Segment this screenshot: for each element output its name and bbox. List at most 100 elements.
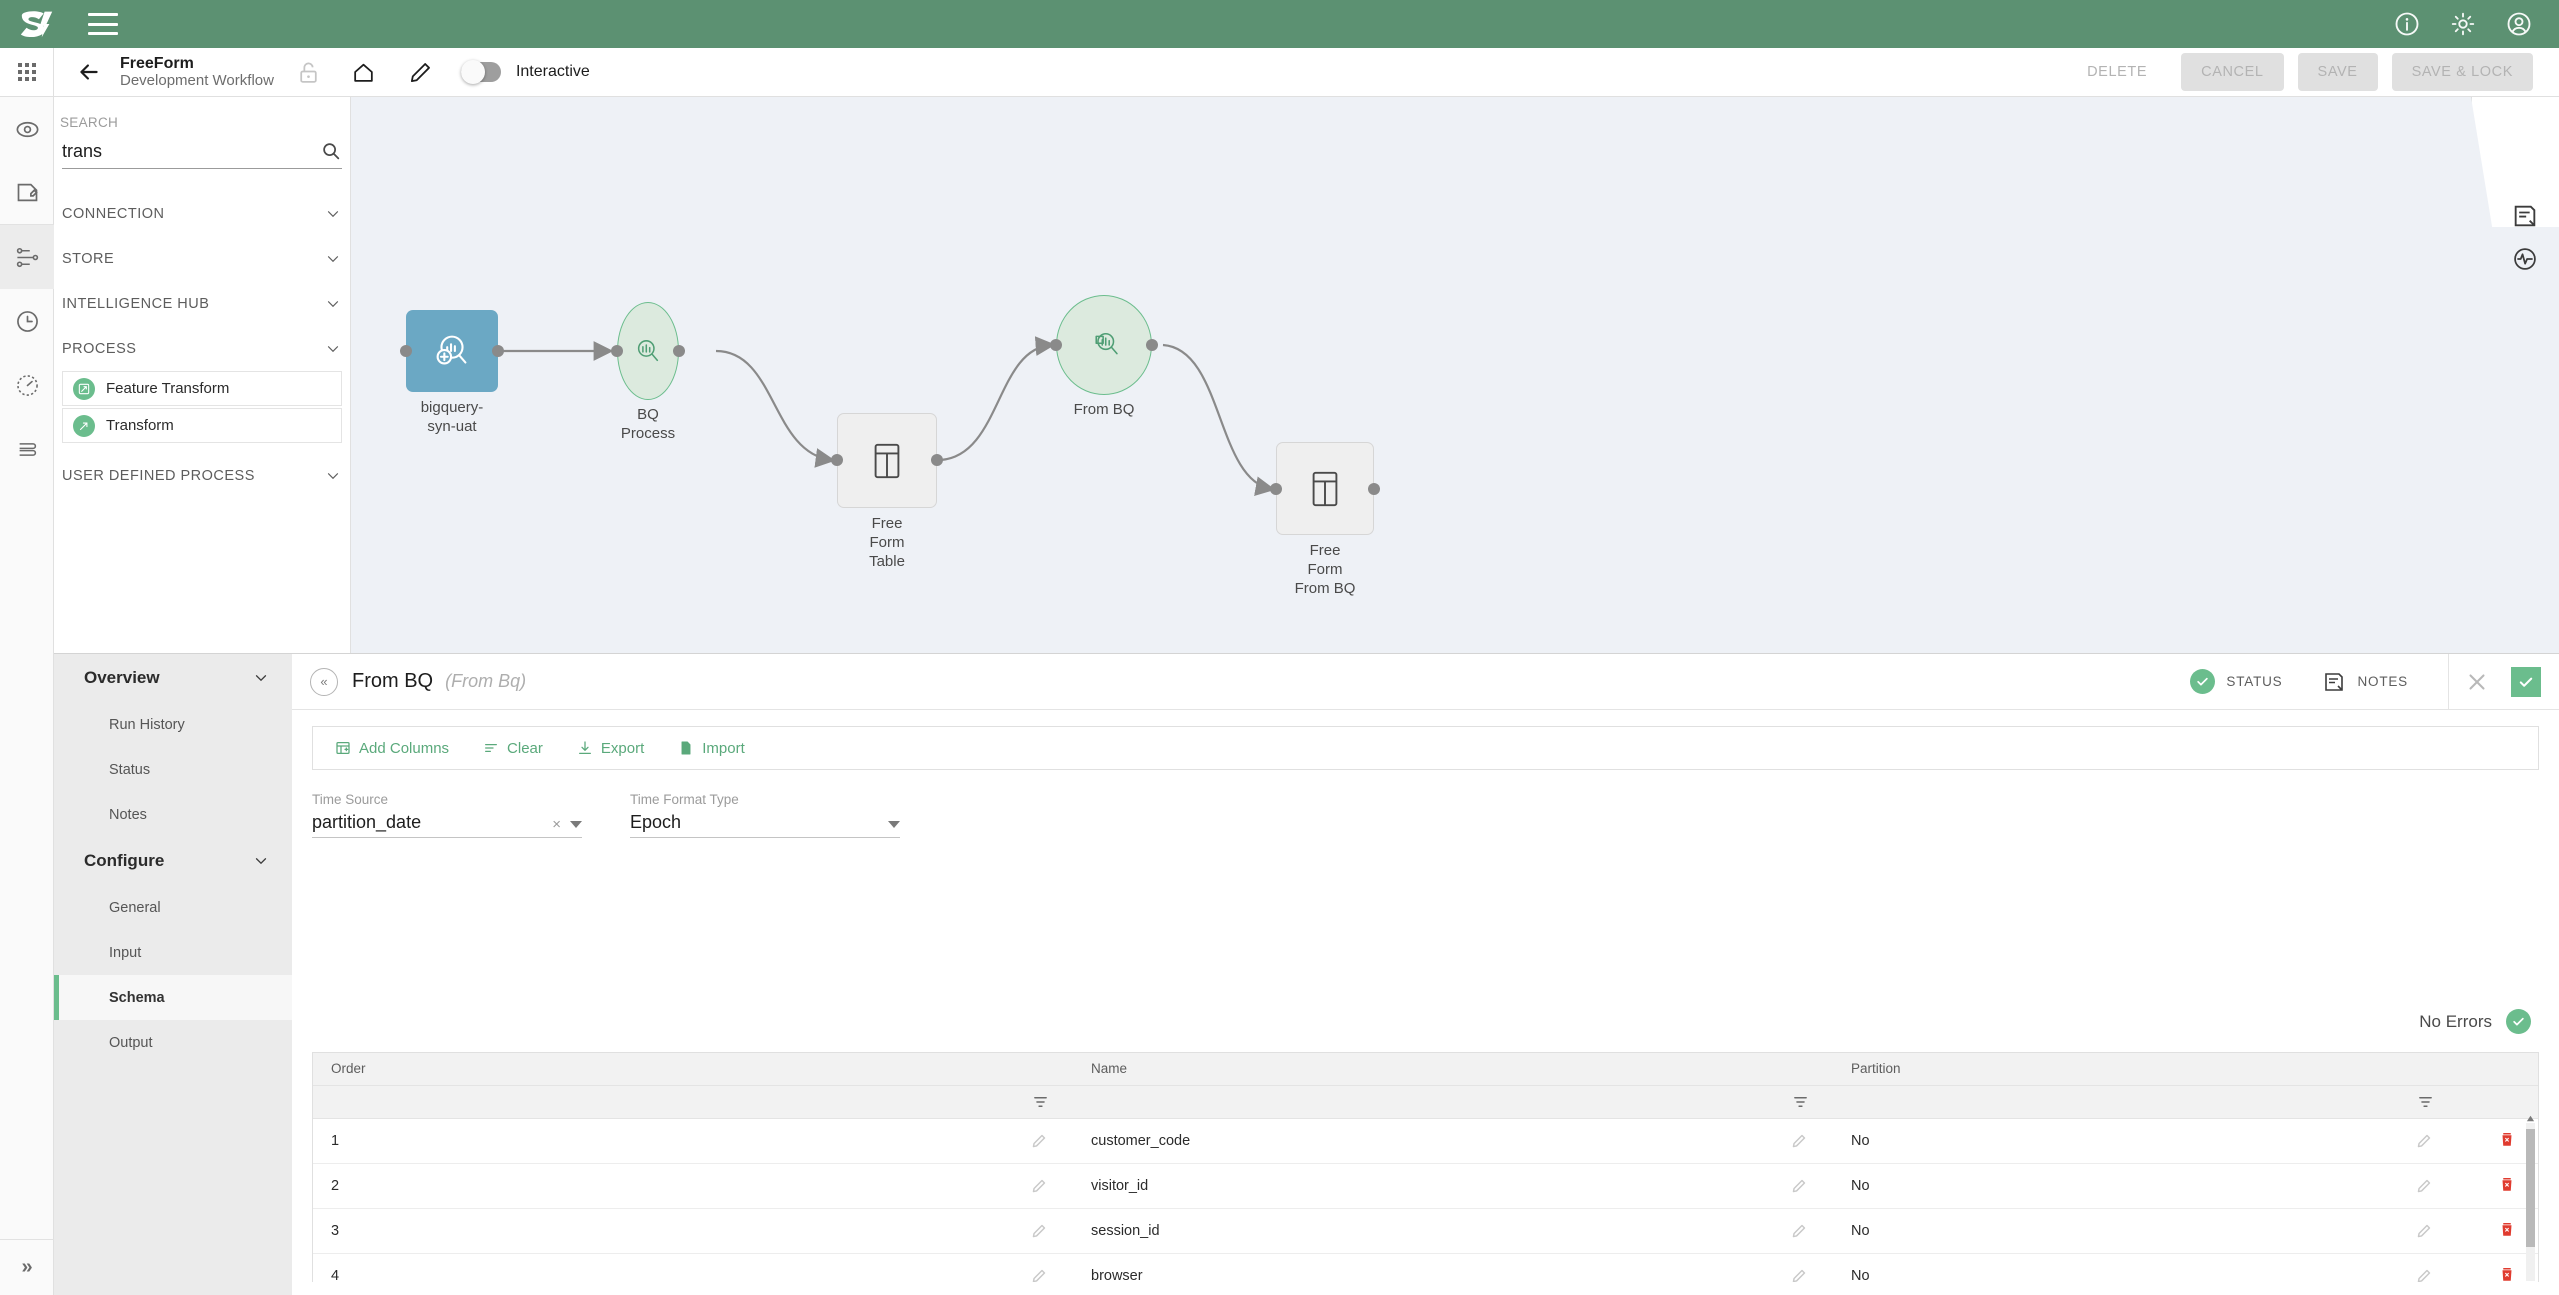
- scroll-up-arrow[interactable]: [2526, 1114, 2535, 1123]
- category-store[interactable]: STORE: [62, 236, 342, 281]
- pencil-icon[interactable]: [2416, 1178, 2432, 1194]
- delete-icon[interactable]: [2498, 1129, 2516, 1149]
- category-process[interactable]: PROCESS: [62, 326, 342, 371]
- sidebar-group-overview[interactable]: Overview: [54, 654, 292, 702]
- import-button[interactable]: Import: [678, 740, 745, 757]
- filter-cell-partition[interactable]: [1833, 1085, 2458, 1119]
- clear-button[interactable]: Clear: [483, 740, 543, 757]
- accept-check-button[interactable]: [2511, 666, 2541, 697]
- column-header-order[interactable]: Order: [313, 1053, 1073, 1086]
- delete-icon[interactable]: [2498, 1219, 2516, 1239]
- home-icon[interactable]: [351, 60, 376, 85]
- table-scrollbar[interactable]: [2526, 1115, 2535, 1282]
- port-out[interactable]: [673, 345, 685, 357]
- node-from-bq[interactable]: From BQ: [1050, 295, 1158, 418]
- delete-icon[interactable]: [2498, 1174, 2516, 1194]
- node-bq-process[interactable]: BQ Process: [611, 302, 685, 442]
- save-button[interactable]: SAVE: [2297, 53, 2378, 91]
- delete-icon[interactable]: [2498, 1264, 2516, 1283]
- notes-icon[interactable]: [2511, 202, 2539, 230]
- hamburger-icon[interactable]: [88, 13, 118, 35]
- time-source-field[interactable]: Time Source partition_date ×: [312, 792, 582, 838]
- pencil-icon[interactable]: [2416, 1223, 2432, 1239]
- gear-icon[interactable]: [2449, 10, 2477, 38]
- category-user-defined-process[interactable]: USER DEFINED PROCESS: [62, 453, 342, 498]
- pencil-icon[interactable]: [1031, 1223, 1047, 1239]
- process-item-transform[interactable]: Transform: [62, 408, 342, 443]
- sidebar-item-output[interactable]: Output: [109, 1034, 153, 1051]
- port-out[interactable]: [1368, 483, 1380, 495]
- rail-item-clock[interactable]: [0, 289, 54, 353]
- sidebar-group-configure[interactable]: Configure: [54, 837, 292, 885]
- save-and-lock-button[interactable]: SAVE & LOCK: [2391, 53, 2533, 91]
- status-button[interactable]: STATUS: [2190, 669, 2282, 694]
- pencil-icon[interactable]: [1791, 1268, 1807, 1283]
- scroll-down-arrow[interactable]: [2526, 1281, 2535, 1282]
- schema-table[interactable]: Order Name Partition: [312, 1052, 2539, 1282]
- rail-item-workflow[interactable]: [0, 225, 54, 289]
- scroll-thumb[interactable]: [2526, 1129, 2535, 1247]
- port-out[interactable]: [492, 345, 504, 357]
- node-free-form-from-bq[interactable]: Free Form From BQ: [1270, 442, 1380, 597]
- pencil-icon[interactable]: [2416, 1268, 2432, 1283]
- category-intelligence-hub[interactable]: INTELLIGENCE HUB: [62, 281, 342, 326]
- back-arrow-icon[interactable]: [76, 59, 102, 85]
- app-grid-icon[interactable]: [0, 47, 54, 97]
- chevron-double-left-icon[interactable]: «: [310, 667, 338, 696]
- filter-cell-order[interactable]: [313, 1085, 1073, 1119]
- export-button[interactable]: Export: [577, 740, 644, 757]
- process-item-feature-transform[interactable]: Feature Transform: [62, 371, 342, 406]
- pencil-icon[interactable]: [1031, 1178, 1047, 1194]
- rail-item-layers[interactable]: [0, 417, 54, 481]
- delete-button[interactable]: DELETE: [2067, 53, 2167, 91]
- column-header-partition[interactable]: Partition: [1833, 1053, 2458, 1086]
- sidebar-item-status[interactable]: Status: [109, 761, 151, 778]
- pencil-icon[interactable]: [1031, 1268, 1047, 1283]
- info-icon[interactable]: [2393, 10, 2421, 38]
- cell-actions[interactable]: [2458, 1208, 2538, 1254]
- rail-item-eye[interactable]: [0, 97, 54, 161]
- sidebar-item-schema[interactable]: Schema: [54, 975, 292, 1020]
- add-columns-button[interactable]: Add Columns: [335, 740, 449, 757]
- rail-item-edit-note[interactable]: [0, 161, 54, 225]
- cell-actions[interactable]: [2458, 1163, 2538, 1209]
- cell-actions[interactable]: [2458, 1253, 2538, 1282]
- sidebar-item-notes[interactable]: Notes: [109, 806, 147, 823]
- port-in[interactable]: [611, 345, 623, 357]
- port-in[interactable]: [400, 345, 412, 357]
- pencil-icon[interactable]: [2416, 1133, 2432, 1149]
- port-in[interactable]: [831, 454, 843, 466]
- interactive-toggle[interactable]: [460, 60, 501, 84]
- pulse-icon[interactable]: [2511, 245, 2539, 273]
- rail-item-dashboard[interactable]: [0, 353, 54, 417]
- column-header-name[interactable]: Name: [1073, 1053, 1833, 1086]
- sidebar-item-run-history[interactable]: Run History: [109, 716, 185, 733]
- sidebar-item-input[interactable]: Input: [109, 944, 142, 961]
- search-icon[interactable]: [320, 140, 342, 162]
- notes-button[interactable]: NOTES: [2322, 670, 2408, 694]
- node-bigquery-syn-uat[interactable]: bigquery- syn-uat: [400, 310, 504, 435]
- close-icon[interactable]: [2449, 654, 2505, 710]
- port-in[interactable]: [1050, 339, 1062, 351]
- account-icon[interactable]: [2505, 10, 2533, 38]
- category-connection[interactable]: CONNECTION: [62, 191, 342, 236]
- cell-actions[interactable]: [2458, 1118, 2538, 1164]
- pencil-icon[interactable]: [1791, 1223, 1807, 1239]
- cancel-button[interactable]: CANCEL: [2181, 53, 2284, 91]
- filter-cell-name[interactable]: [1073, 1085, 1833, 1119]
- chevron-down-icon[interactable]: [570, 821, 582, 828]
- pencil-icon[interactable]: [1031, 1133, 1047, 1149]
- node-free-form-table[interactable]: Free Form Table: [831, 413, 943, 570]
- rail-expand-button[interactable]: »: [0, 1239, 54, 1295]
- edit-pencil-icon[interactable]: [408, 60, 433, 85]
- lock-open-icon[interactable]: [296, 60, 321, 85]
- port-out[interactable]: [1146, 339, 1158, 351]
- port-out[interactable]: [931, 454, 943, 466]
- port-in[interactable]: [1270, 483, 1282, 495]
- chevron-down-icon[interactable]: [888, 821, 900, 828]
- search-input[interactable]: [62, 141, 302, 162]
- clear-icon[interactable]: ×: [552, 816, 561, 833]
